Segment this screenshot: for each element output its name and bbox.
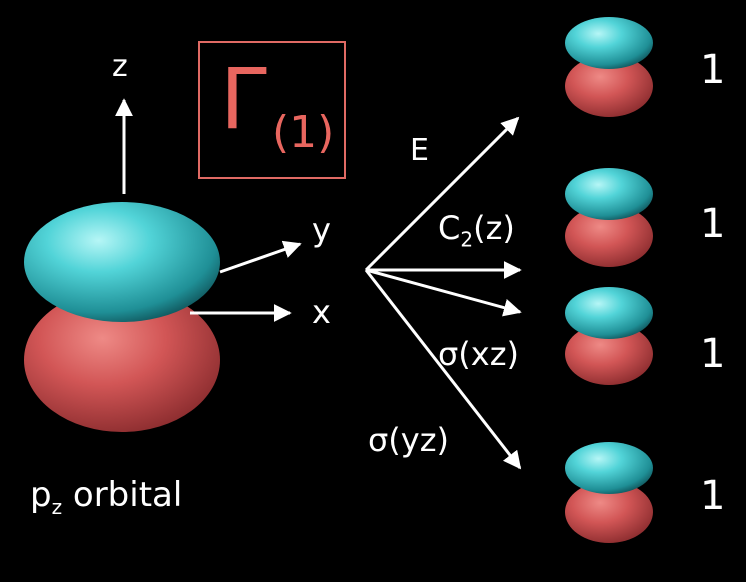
op-label-c2: C2(z) — [438, 212, 515, 249]
negative-lobe — [24, 288, 220, 432]
character-e: 1 — [700, 47, 726, 93]
gamma-index: (1) — [272, 107, 335, 158]
orbital-label-sub: z — [51, 494, 63, 519]
pz-orbital — [24, 202, 220, 432]
y-axis-label: y — [312, 211, 331, 249]
sigma-yz-arrow — [364, 269, 522, 470]
y-axis-arrow — [219, 240, 302, 274]
e-arrow — [364, 116, 520, 272]
orbital-label-rest: orbital — [62, 475, 183, 515]
op-label-c2-main: C — [438, 209, 461, 247]
op-label-sigma-yz: σ(yz) — [368, 421, 449, 459]
gamma-symbol: Γ — [220, 50, 267, 148]
positive-lobe — [24, 202, 220, 322]
z-axis-label: z — [112, 49, 128, 84]
op-label-sigma-xz: σ(xz) — [438, 335, 519, 373]
result-orbital-e — [565, 17, 653, 117]
result-orbital-sigma-yz — [565, 442, 653, 543]
character-sigma-xz: 1 — [700, 331, 726, 377]
orbital-label-main: p — [30, 475, 52, 515]
op-label-e: E — [410, 133, 429, 168]
x-axis-label: x — [312, 293, 331, 331]
result-orbital-sigma-xz — [565, 287, 653, 385]
character-sigma-yz: 1 — [700, 473, 726, 519]
character-c2: 1 — [700, 201, 726, 247]
representation-box: Γ (1) — [198, 41, 346, 179]
sigma-xz-arrow — [365, 268, 522, 317]
op-label-c2-sub: 2 — [460, 227, 474, 252]
op-label-c2-rest: (z) — [473, 209, 515, 247]
orbital-label: pz orbital — [30, 478, 182, 517]
result-orbital-c2 — [565, 168, 653, 267]
